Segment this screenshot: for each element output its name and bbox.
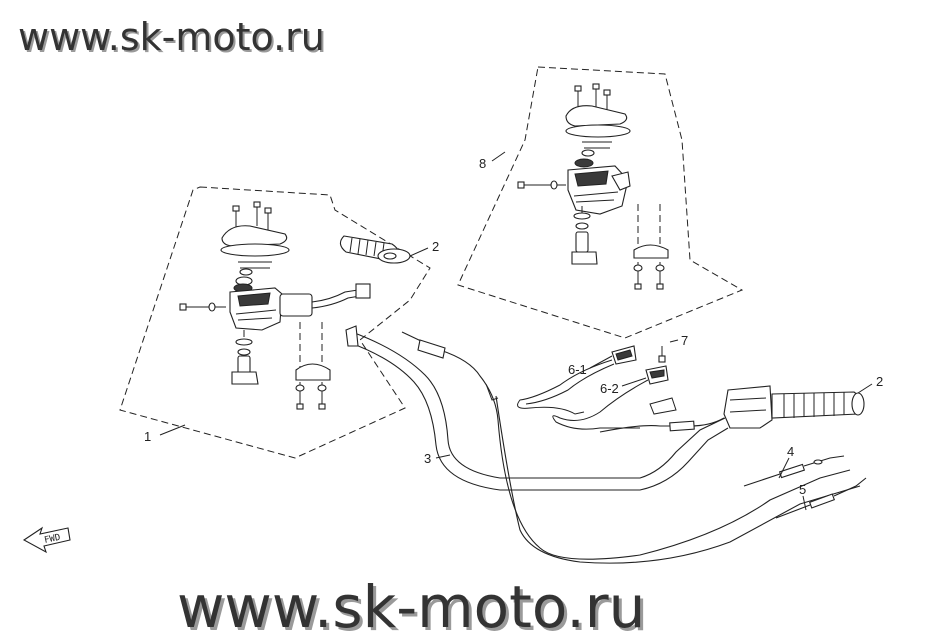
callout-4: 4 bbox=[787, 444, 794, 459]
right-bracket bbox=[571, 251, 598, 265]
left-side-switch bbox=[279, 293, 313, 317]
handlebar bbox=[345, 325, 729, 491]
callout-5: 5 bbox=[799, 482, 806, 497]
left-gasket bbox=[220, 243, 290, 257]
left-bracket bbox=[231, 371, 259, 385]
callout-2-left-grip: 2 bbox=[432, 239, 439, 254]
callout-7: 7 bbox=[681, 333, 688, 348]
right-top-cover bbox=[565, 105, 628, 127]
left-clamp bbox=[295, 363, 331, 381]
switch-6-1 bbox=[517, 345, 637, 415]
left-grip bbox=[339, 235, 411, 264]
right-gasket bbox=[565, 124, 631, 138]
cable-5 bbox=[775, 477, 867, 519]
watermark-bottom-shadow: www.sk-moto.ru bbox=[180, 576, 648, 642]
callout-1: 1 bbox=[144, 429, 151, 444]
left-assembly-boundary bbox=[119, 186, 431, 459]
switch-6-2 bbox=[552, 346, 669, 430]
right-top-screws bbox=[574, 83, 611, 112]
right-clamp bbox=[633, 244, 669, 259]
watermark-top: www.sk-moto.ru www.sk-moto.ru bbox=[18, 15, 327, 61]
throttle-cables bbox=[401, 331, 861, 564]
callout-8: 8 bbox=[479, 156, 486, 171]
watermark-bottom: www.sk-moto.ru www.sk-moto.ru bbox=[177, 573, 648, 642]
left-connector bbox=[355, 283, 371, 299]
throttle-housing bbox=[599, 385, 773, 433]
callout-6-2: 6-2 bbox=[600, 381, 619, 396]
callout-2-right-grip: 2 bbox=[876, 374, 883, 389]
throttle-body bbox=[723, 385, 773, 429]
callout-6-1: 6-1 bbox=[568, 362, 587, 377]
leader-lines bbox=[159, 151, 873, 511]
right-assembly-boundary bbox=[457, 66, 744, 339]
right-grip bbox=[771, 391, 865, 419]
watermark-top-shadow: www.sk-moto.ru bbox=[20, 17, 327, 61]
watermark-top-text: www.sk-moto.ru bbox=[18, 15, 325, 59]
left-top-cover bbox=[221, 225, 288, 247]
watermark-bottom-text: www.sk-moto.ru bbox=[177, 573, 645, 641]
right-switch-housing bbox=[517, 83, 669, 290]
cable-4 bbox=[743, 455, 845, 487]
left-top-screws bbox=[232, 201, 272, 230]
fwd-arrow: FWD bbox=[22, 526, 71, 554]
fwd-label: FWD bbox=[43, 533, 61, 546]
left-switch-housing bbox=[179, 201, 371, 410]
callout-3: 3 bbox=[424, 451, 431, 466]
